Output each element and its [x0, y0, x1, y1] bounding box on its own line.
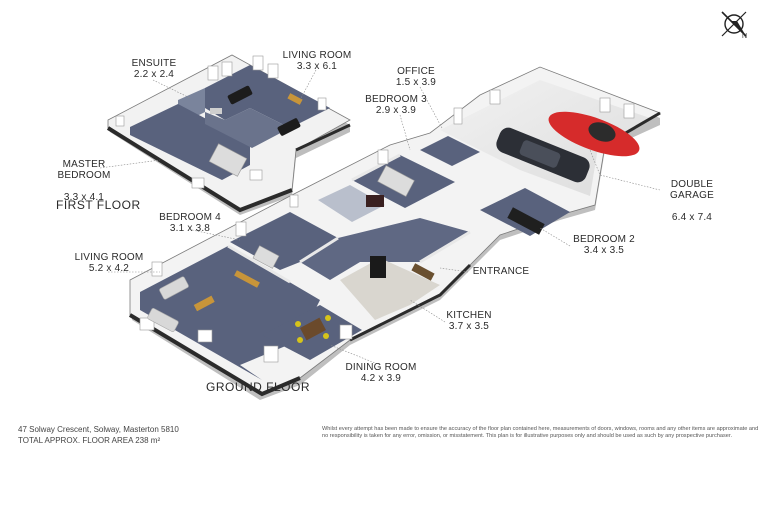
room-dimensions: 2.9 x 3.9 [375, 105, 417, 116]
label-kitchen: KITCHEN 3.7 x 3.5 [436, 310, 502, 332]
room-name: BEDROOM 3 [365, 94, 427, 105]
label-office: OFFICE 1.5 x 3.9 [388, 66, 444, 88]
room-name: ENTRANCE [472, 266, 530, 277]
hall-floor [300, 218, 470, 280]
label-living-room-upper: LIVING ROOM 3.3 x 6.1 [272, 50, 362, 72]
bedroom-2-floor [480, 188, 570, 236]
label-bedroom-4: BEDROOM 4 3.1 x 3.8 [152, 212, 228, 234]
room-name: BEDROOM 2 [573, 234, 635, 245]
label-entrance: ENTRANCE [466, 266, 536, 277]
room-dimensions: 6.4 x 7.4 [671, 212, 713, 223]
room-name: MASTER BEDROOM [57, 159, 111, 181]
tv-unit-icon [234, 270, 260, 288]
compass-icon [721, 11, 747, 37]
label-dining-room: DINING ROOM 4.2 x 3.9 [336, 362, 426, 384]
first-floor-title: FIRST FLOOR [56, 198, 141, 212]
room-dimensions: 1.5 x 3.9 [395, 77, 437, 88]
sofa-icon [227, 85, 253, 105]
bed-icon [377, 165, 415, 197]
label-double-garage: DOUBLE GARAGE 6.4 x 7.4 [662, 168, 722, 234]
label-bedroom-2: BEDROOM 2 3.4 x 3.5 [566, 234, 642, 256]
property-info: 47 Solway Crescent, Solway, Masterton 58… [18, 424, 179, 446]
landing-floor [205, 108, 290, 148]
first-floor-plan [106, 54, 351, 215]
label-leader-lines [99, 69, 661, 366]
label-living-room-ground: LIVING ROOM 5.2 x 4.2 [64, 252, 154, 274]
coffee-table-icon [287, 93, 303, 105]
room-name: LIVING ROOM [282, 50, 352, 61]
room-dimensions: 3.3 x 6.1 [296, 61, 338, 72]
ground-floor-title: GROUND FLOOR [206, 380, 311, 394]
room-dimensions: 5.2 x 4.2 [88, 263, 130, 274]
room-name: LIVING ROOM [74, 252, 144, 263]
room-dimensions: 3.1 x 3.8 [169, 223, 211, 234]
bathroom-floor [318, 185, 385, 222]
label-master-bedroom: MASTER BEDROOM 3.3 x 4.1 [48, 148, 120, 214]
sofa-icon [159, 276, 189, 300]
dining-table-icon [295, 315, 331, 343]
room-name: DOUBLE GARAGE [670, 179, 714, 201]
room-name: BEDROOM 4 [159, 212, 221, 223]
living-room-upper-floor [205, 65, 330, 128]
label-ensuite: ENSUITE 2.2 x 2.4 [126, 58, 182, 80]
bed-icon [507, 207, 545, 235]
disclaimer-text: Whilst every attempt has been made to en… [322, 426, 759, 440]
room-name: DINING ROOM [345, 362, 417, 373]
compass-north-label: N [742, 33, 748, 40]
label-bedroom-3: BEDROOM 3 2.9 x 3.9 [358, 94, 434, 116]
room-dimensions: 4.2 x 3.9 [360, 373, 402, 384]
room-name: KITCHEN [446, 310, 492, 321]
garage-floor [440, 80, 650, 196]
stove-icon [366, 195, 384, 207]
sofa-icon [277, 118, 301, 136]
room-dimensions: 3.3 x 4.1 [63, 192, 105, 203]
ground-floor-plan [128, 66, 661, 400]
sofa-icon [147, 308, 179, 332]
room-dimensions: 3.4 x 3.5 [583, 245, 625, 256]
bed-icon [208, 143, 248, 177]
kitchen-bench-icon [411, 263, 435, 281]
dark-car-icon [496, 127, 590, 183]
office-floor [420, 136, 480, 166]
property-address: 47 Solway Crescent, Solway, Masterton 58… [18, 425, 179, 434]
fridge-icon [370, 256, 386, 278]
room-dimensions: 2.2 x 2.4 [133, 69, 175, 80]
total-floor-area: TOTAL APPROX. FLOOR AREA 238 m² [18, 436, 161, 445]
room-dimensions: 3.7 x 3.5 [448, 321, 490, 332]
kitchen-floor [340, 258, 440, 320]
room-name: ENSUITE [131, 58, 177, 69]
bed-icon [252, 245, 280, 269]
red-car-icon [548, 111, 640, 157]
coffee-table-icon [193, 295, 215, 312]
room-name: OFFICE [397, 66, 435, 77]
